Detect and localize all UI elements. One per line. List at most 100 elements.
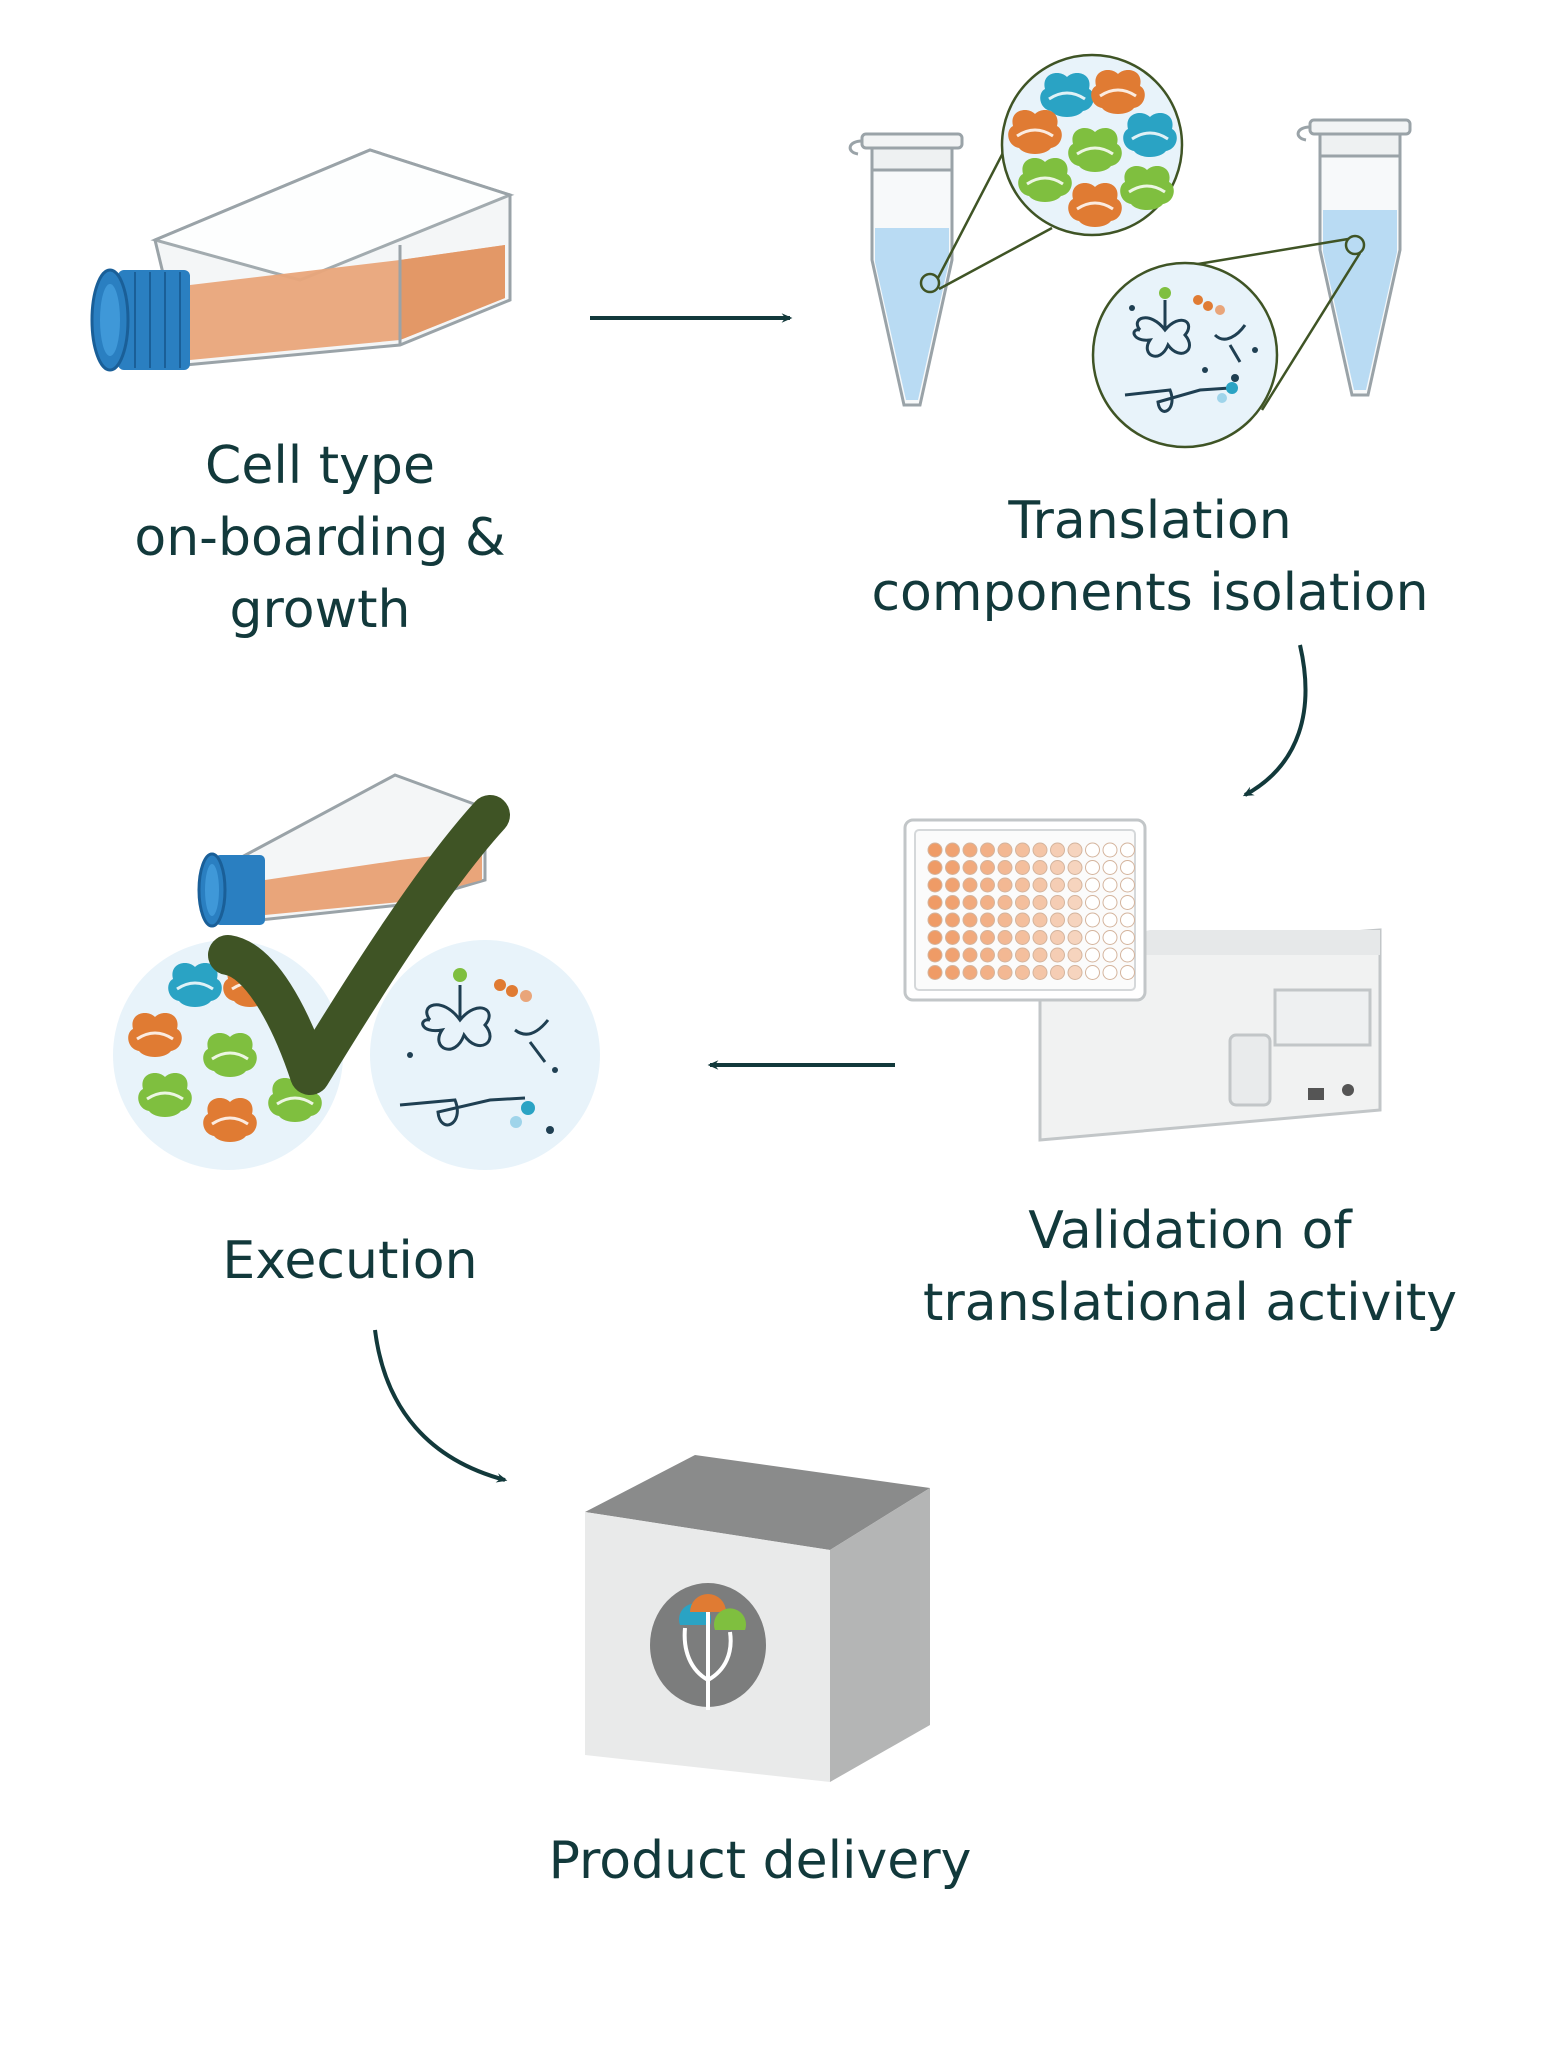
plate-well [1067,860,1083,875]
plate-well [1015,895,1030,910]
plate-well [1067,912,1083,928]
plate-well [980,877,995,893]
microcentrifuge-tube-icon [848,118,1412,407]
plate-well [945,965,960,980]
plate-well [997,947,1013,963]
plate-well [1120,842,1135,858]
plate-well [1067,947,1083,963]
plate-well [997,895,1013,910]
plate-well [927,860,943,875]
plate-well [1102,912,1118,928]
plate-well [927,842,943,858]
company-logo-icon [650,1583,766,1710]
step-label-validation: Validation of translational activity [922,1201,1458,1333]
well-plate-reader-icon [903,818,1382,1142]
plate-well [1015,912,1030,928]
plate-well [1015,842,1030,858]
plate-well [927,912,943,928]
plate-well [1015,947,1030,963]
plate-well [945,842,960,858]
plate-well [1032,947,1048,963]
plate-well [945,912,960,928]
plate-well [962,860,978,875]
plate-well [1102,965,1118,980]
checkmark-icon [208,795,510,1095]
plate-well [927,877,943,893]
step-label-execution: Execution [222,1231,478,1291]
plate-well [1032,877,1048,893]
plate-well [962,895,978,910]
plate-well [980,965,995,980]
plate-well [1050,877,1065,893]
plate-well [945,930,960,945]
plate-well [1085,965,1100,980]
zoom-connector-lines [919,119,1366,411]
plate-well [945,860,960,875]
flow-arrow-4 [373,1329,508,1483]
plate-well [1050,930,1065,945]
plate-well [962,965,978,980]
plate-well [997,860,1013,875]
plate-well [945,877,960,893]
plate-well [1120,895,1135,910]
well-grid [927,842,1135,980]
plate-well [962,877,978,893]
plate-well [1120,947,1135,963]
plate-well [945,895,960,910]
plate-well [997,930,1013,945]
plate-well [927,930,943,945]
plate-well [997,912,1013,928]
plate-well [945,947,960,963]
plate-well [1015,860,1030,875]
plate-well [980,842,995,858]
plate-well [962,842,978,858]
step-label-delivery: Product delivery [548,1831,972,1891]
plate-well [1120,965,1135,980]
plate-well [1032,860,1048,875]
plate-well [1085,877,1100,893]
plate-well [1067,930,1083,945]
plate-well [1032,912,1048,928]
plate-well [1102,895,1118,910]
plate-well [1067,965,1083,980]
plate-well [997,965,1013,980]
step-label-cell-growth: Cell type on-boarding & growth [134,436,506,640]
plate-well [1085,842,1100,858]
plate-well [1050,895,1065,910]
plate-well [1120,877,1135,893]
plate-well [980,912,995,928]
plate-well [1050,860,1065,875]
plate-well [1085,860,1100,875]
plate-well [1032,895,1048,910]
plate-well [1120,860,1135,875]
flow-arrow-2 [1242,644,1308,797]
plate-well [1102,877,1118,893]
plate-well [927,947,943,963]
plate-well [1085,947,1100,963]
plate-well [1102,860,1118,875]
plate-well [980,947,995,963]
plate-well [1032,965,1048,980]
step-label-isolation: Translation components isolation [871,491,1429,623]
plate-well [1015,965,1030,980]
plate-well [1120,912,1135,928]
plate-well [1015,930,1030,945]
plate-well [1067,842,1083,858]
trna-zoom-icon [1091,261,1279,449]
plate-well [962,912,978,928]
plate-well [1067,895,1083,910]
plate-well [1102,842,1118,858]
plate-well [1050,947,1065,963]
product-box-icon [585,1455,930,1782]
plate-well [997,842,1013,858]
plate-well [1050,965,1065,980]
plate-well [1032,842,1048,858]
plate-well [1102,930,1118,945]
plate-well [1067,877,1083,893]
plate-well [1085,930,1100,945]
plate-well [1085,912,1100,928]
plate-well [1120,930,1135,945]
ribosome-zoom-icon [1000,53,1184,237]
plate-well [1050,842,1065,858]
